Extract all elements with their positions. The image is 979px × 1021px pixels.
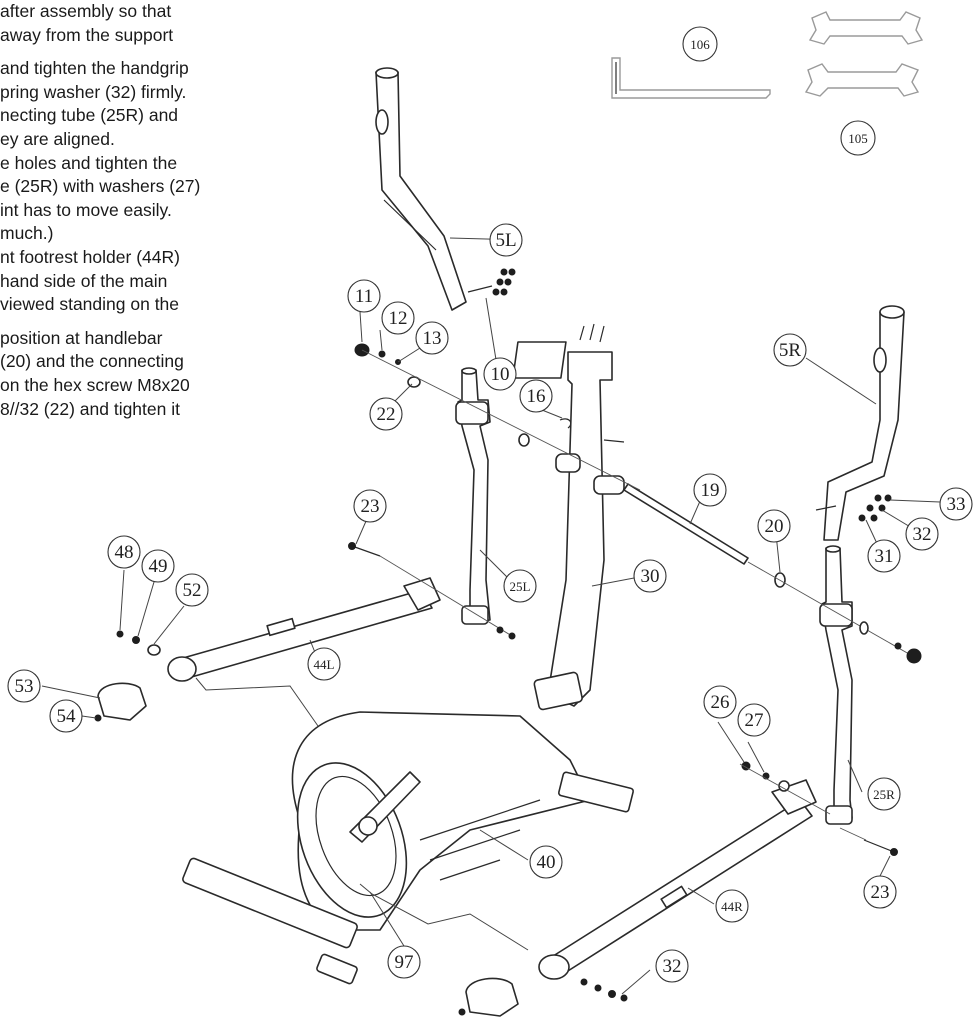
- axle-19: [623, 483, 749, 565]
- instruction-line: 8//32 (22) and tighten it: [0, 398, 180, 419]
- callout-105: 105: [840, 120, 876, 156]
- callout-23-left: 23: [353, 489, 387, 523]
- callout-26: 26: [703, 685, 737, 719]
- svg-text:105: 105: [848, 131, 868, 146]
- instruction-line: viewed standing on the: [0, 294, 180, 315]
- instruction-line: e (25R) with washers (27): [0, 176, 201, 197]
- callout-11: 11: [347, 279, 381, 313]
- callout-30: 30: [633, 559, 667, 593]
- callout-19: 19: [693, 473, 727, 507]
- svg-text:44L: 44L: [314, 657, 335, 672]
- assembly-instructions-text: after assembly so that away from the sup…: [0, 0, 290, 421]
- swing-arm-25l: [455, 367, 491, 625]
- callout-22: 22: [369, 397, 403, 431]
- svg-text:11: 11: [355, 286, 373, 307]
- callout-5l: 5L: [489, 223, 523, 257]
- instruction-line: much.): [0, 223, 54, 244]
- svg-text:23: 23: [361, 496, 380, 517]
- allen-key-icon: [611, 57, 771, 99]
- svg-text:52: 52: [183, 580, 202, 601]
- callout-40: 40: [529, 845, 563, 879]
- instruction-line: after assembly so that: [0, 1, 172, 21]
- callout-13: 13: [415, 321, 449, 355]
- callout-32-upper: 32: [905, 517, 939, 551]
- svg-text:31: 31: [875, 546, 894, 567]
- callout-27: 27: [737, 703, 771, 737]
- instruction-line: position at handlebar: [0, 327, 163, 348]
- svg-text:48: 48: [115, 542, 134, 563]
- handlebar-5l: [375, 67, 467, 311]
- instruction-line: int has to move easily.: [0, 199, 172, 220]
- instruction-line: and tighten the handgrip: [0, 58, 189, 79]
- svg-text:5R: 5R: [779, 340, 802, 361]
- assembly-guide-lines: [195, 677, 529, 951]
- svg-text:30: 30: [641, 566, 660, 587]
- callout-5r: 5R: [773, 333, 807, 367]
- callout-52: 52: [175, 573, 209, 607]
- callout-32-lower: 32: [655, 949, 689, 983]
- handlebar-5r: [823, 305, 905, 541]
- svg-text:10: 10: [491, 364, 510, 385]
- callout-12: 12: [381, 301, 415, 335]
- svg-text:23: 23: [871, 882, 890, 903]
- svg-text:33: 33: [947, 494, 966, 515]
- footrest-holder-44l: [167, 577, 441, 682]
- callout-25r: 25R: [867, 777, 901, 811]
- callout-106: 106: [682, 26, 718, 62]
- svg-text:44R: 44R: [721, 899, 743, 914]
- flywheel-housing-40: [182, 711, 634, 985]
- svg-text:16: 16: [527, 386, 546, 407]
- callout-44r: 44R: [715, 889, 749, 923]
- swing-arm-25r: [819, 545, 853, 825]
- callout-leaders: [41, 237, 941, 995]
- svg-text:22: 22: [377, 404, 396, 425]
- callout-31: 31: [867, 539, 901, 573]
- svg-text:53: 53: [15, 676, 34, 697]
- svg-text:20: 20: [765, 516, 784, 537]
- wrench-icon: [804, 11, 924, 97]
- callout-53: 53: [7, 669, 41, 703]
- callout-48: 48: [107, 535, 141, 569]
- instruction-line: hand side of the main: [0, 270, 168, 291]
- svg-text:13: 13: [423, 328, 442, 349]
- svg-text:106: 106: [690, 37, 710, 52]
- callout-16: 16: [519, 379, 553, 413]
- instruction-line: ey are aligned.: [0, 128, 115, 149]
- svg-text:12: 12: [389, 308, 408, 329]
- instruction-line: (20) and the connecting: [0, 351, 184, 372]
- instruction-line: e holes and tighten the: [0, 152, 178, 173]
- svg-text:49: 49: [149, 556, 168, 577]
- svg-text:5L: 5L: [495, 230, 516, 251]
- instruction-line: pring washer (32) firmly.: [0, 81, 187, 102]
- callout-10: 10: [483, 357, 517, 391]
- callout-23-right: 23: [863, 875, 897, 909]
- svg-text:25R: 25R: [873, 787, 895, 802]
- callout-25l: 25L: [503, 569, 537, 603]
- callout-54: 54: [49, 699, 83, 733]
- instruction-line: necting tube (25R) and: [0, 105, 179, 126]
- svg-text:25L: 25L: [510, 579, 531, 594]
- instruction-line: nt footrest holder (44R): [0, 246, 180, 267]
- svg-text:32: 32: [663, 956, 682, 977]
- callout-44l: 44L: [307, 647, 341, 681]
- svg-text:97: 97: [395, 952, 414, 973]
- main-frame-30: [512, 323, 625, 711]
- svg-text:27: 27: [745, 710, 764, 731]
- callout-49: 49: [141, 549, 175, 583]
- instruction-line: on the hex screw M8x20: [0, 374, 190, 395]
- callout-20: 20: [757, 509, 791, 543]
- svg-text:26: 26: [711, 692, 730, 713]
- callout-97: 97: [387, 945, 421, 979]
- svg-text:19: 19: [701, 480, 720, 501]
- svg-text:32: 32: [913, 524, 932, 545]
- instruction-line: away from the support: [0, 24, 174, 45]
- callout-33: 33: [939, 487, 973, 521]
- hardware-parts: [94, 268, 922, 1016]
- svg-text:54: 54: [57, 706, 77, 727]
- svg-text:40: 40: [537, 852, 556, 873]
- end-cap-53: [97, 682, 147, 721]
